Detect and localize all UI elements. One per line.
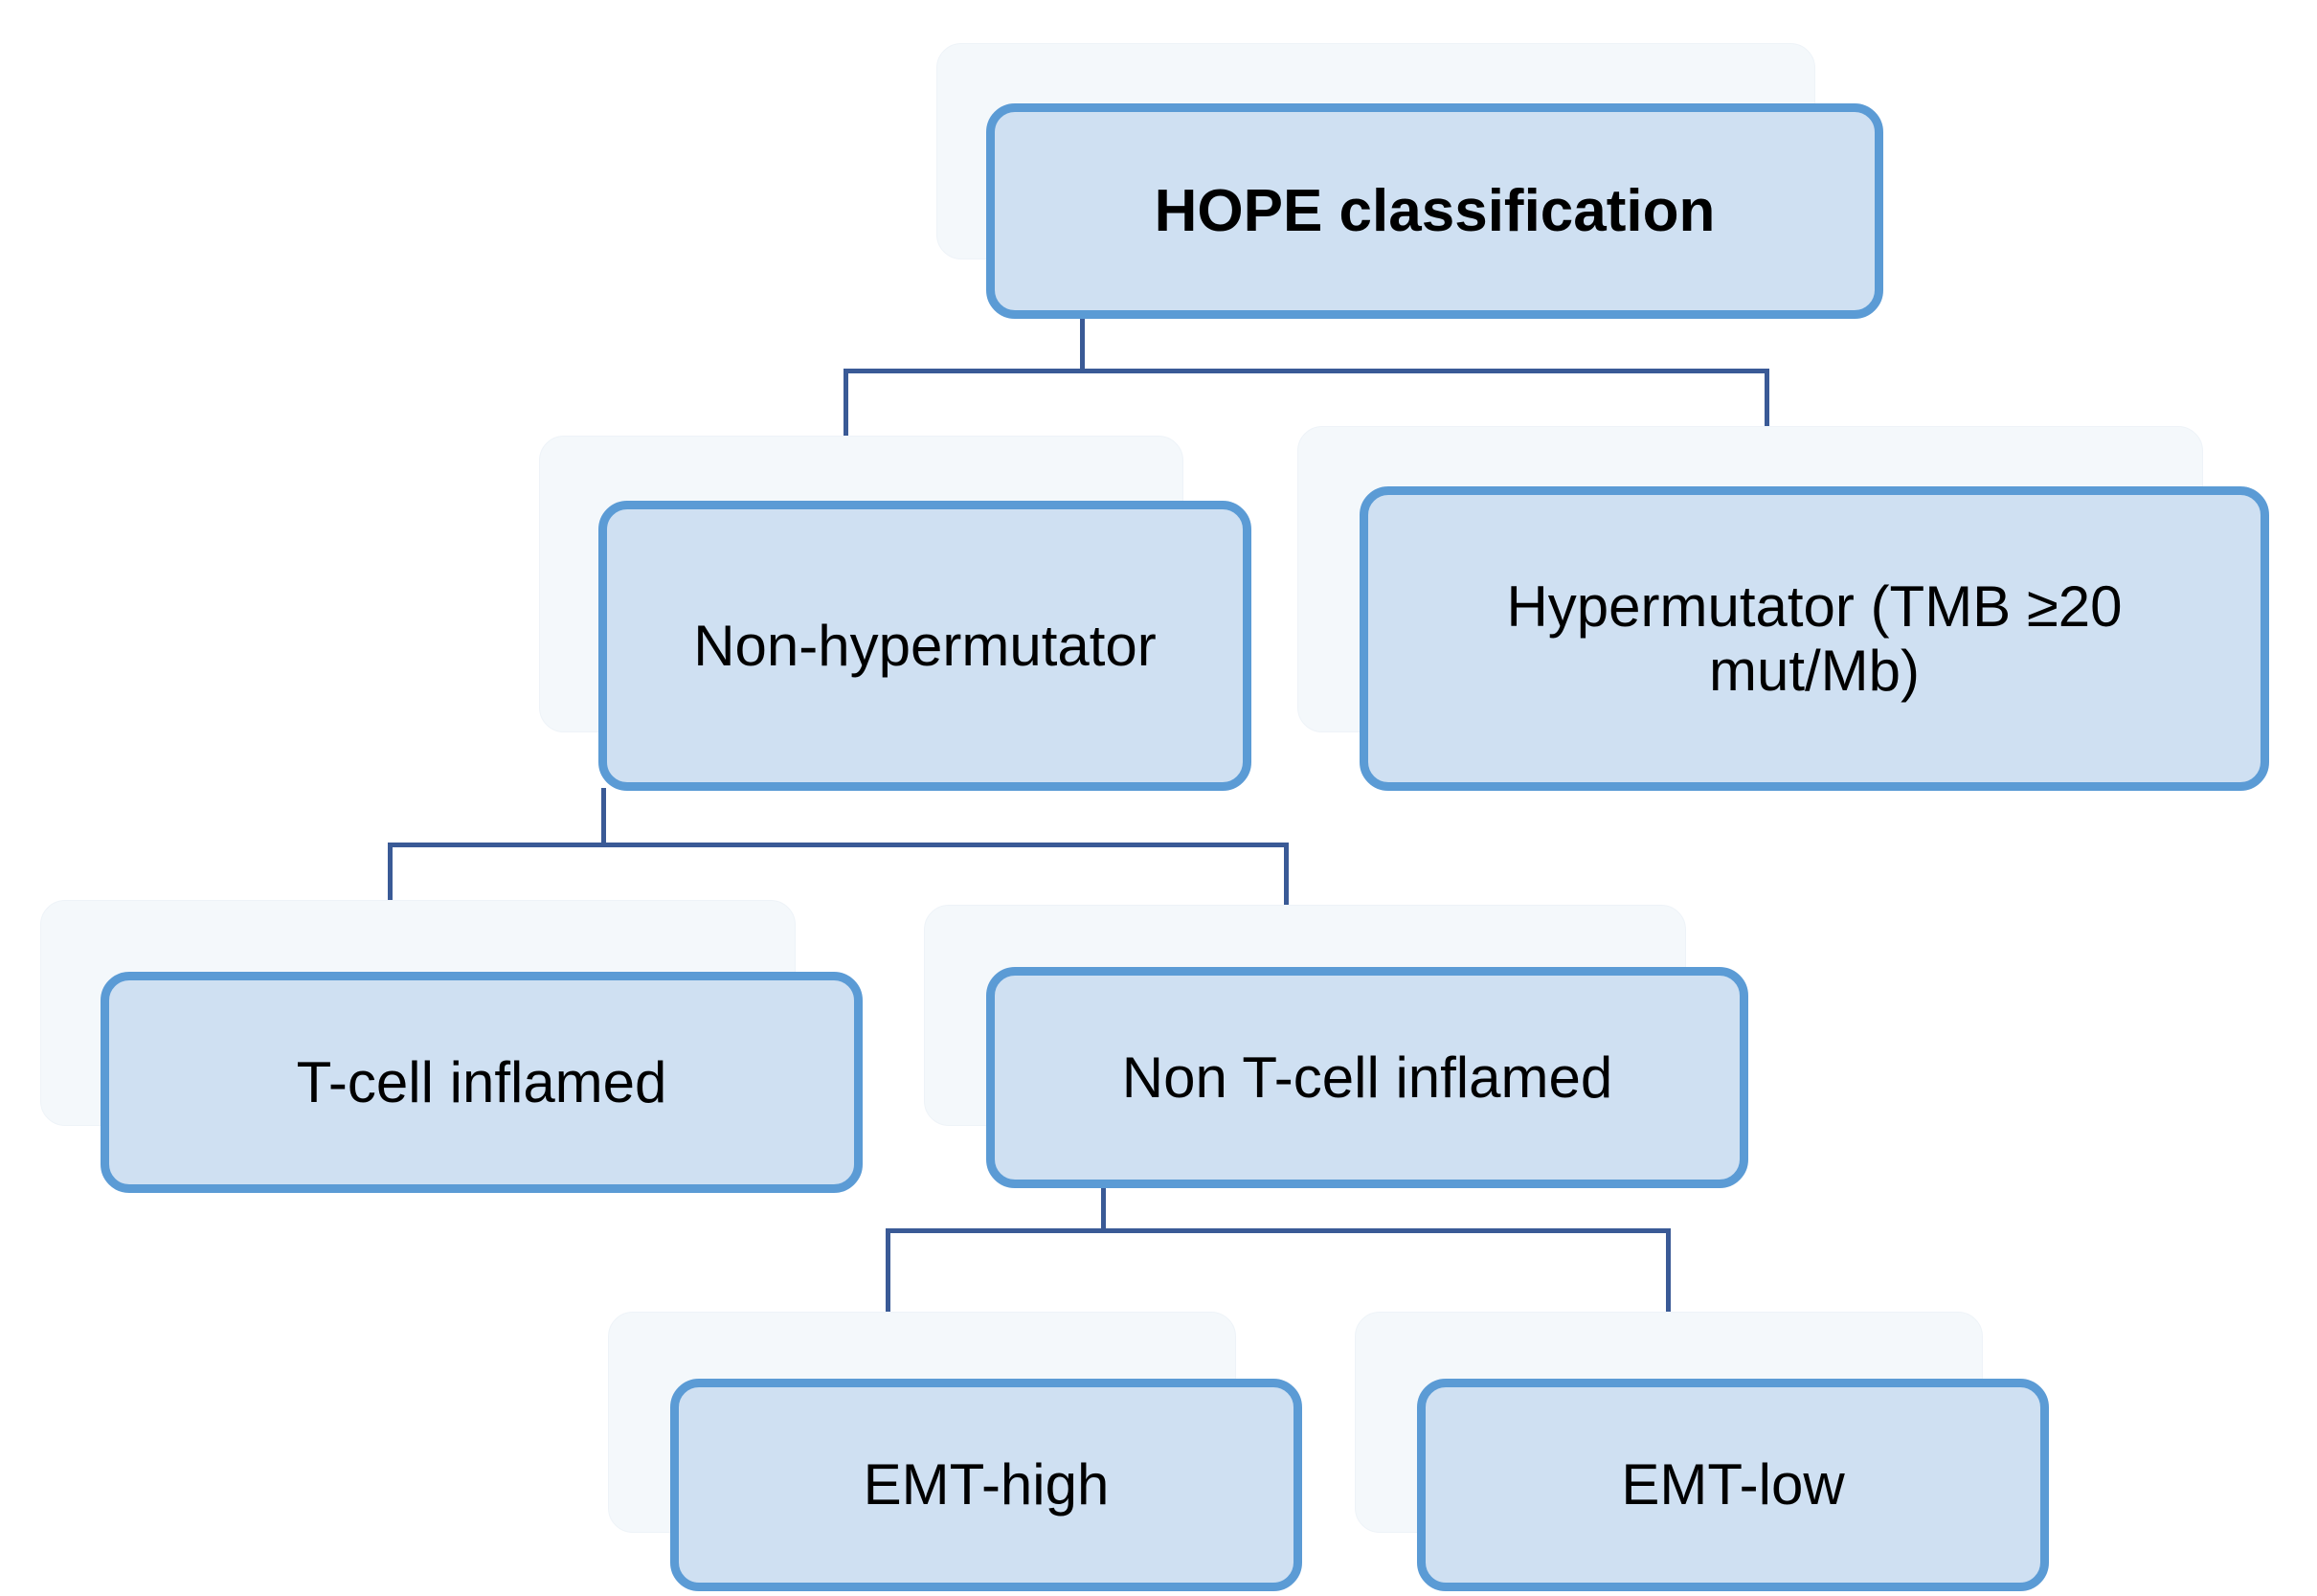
node-non-tcell-inflamed[interactable]: Non T-cell inflamed	[986, 967, 1748, 1188]
connector-nonhypermutator-stem	[601, 788, 606, 847]
connector-to-non-tcell-inflamed	[1284, 843, 1289, 905]
node-label-non-tcell-inflamed: Non T-cell inflamed	[1121, 1045, 1613, 1110]
node-label-hope-classification: HOPE classification	[1154, 177, 1716, 244]
node-emt-high[interactable]: EMT-high	[670, 1379, 1302, 1591]
node-label-hypermutator: Hypermutator (TMB ≥20 mut/Mb)	[1506, 573, 2123, 703]
node-label-non-hypermutator: Non-hypermutator	[693, 613, 1157, 678]
connector-hope-stem	[1080, 316, 1085, 371]
connector-level3-bar	[886, 1228, 1671, 1233]
node-label-emt-low: EMT-low	[1621, 1452, 1845, 1517]
connector-non-tcell-stem	[1101, 1185, 1106, 1233]
node-hope-classification[interactable]: HOPE classification	[986, 103, 1883, 319]
node-label-emt-high: EMT-high	[863, 1452, 1110, 1517]
node-emt-low[interactable]: EMT-low	[1417, 1379, 2049, 1591]
connector-to-hypermutator	[1765, 369, 1769, 436]
connector-to-emt-high	[886, 1228, 890, 1313]
node-label-tcell-inflamed: T-cell inflamed	[296, 1049, 667, 1114]
connector-to-nonhypermutator	[844, 369, 848, 443]
connector-to-tcell-inflamed	[388, 843, 393, 902]
connector-to-emt-low	[1666, 1228, 1671, 1313]
node-hypermutator[interactable]: Hypermutator (TMB ≥20 mut/Mb)	[1360, 486, 2269, 791]
connector-level1-bar	[844, 369, 1769, 373]
node-tcell-inflamed[interactable]: T-cell inflamed	[101, 972, 863, 1193]
node-non-hypermutator[interactable]: Non-hypermutator	[598, 501, 1251, 791]
connector-level2-bar	[388, 843, 1289, 847]
